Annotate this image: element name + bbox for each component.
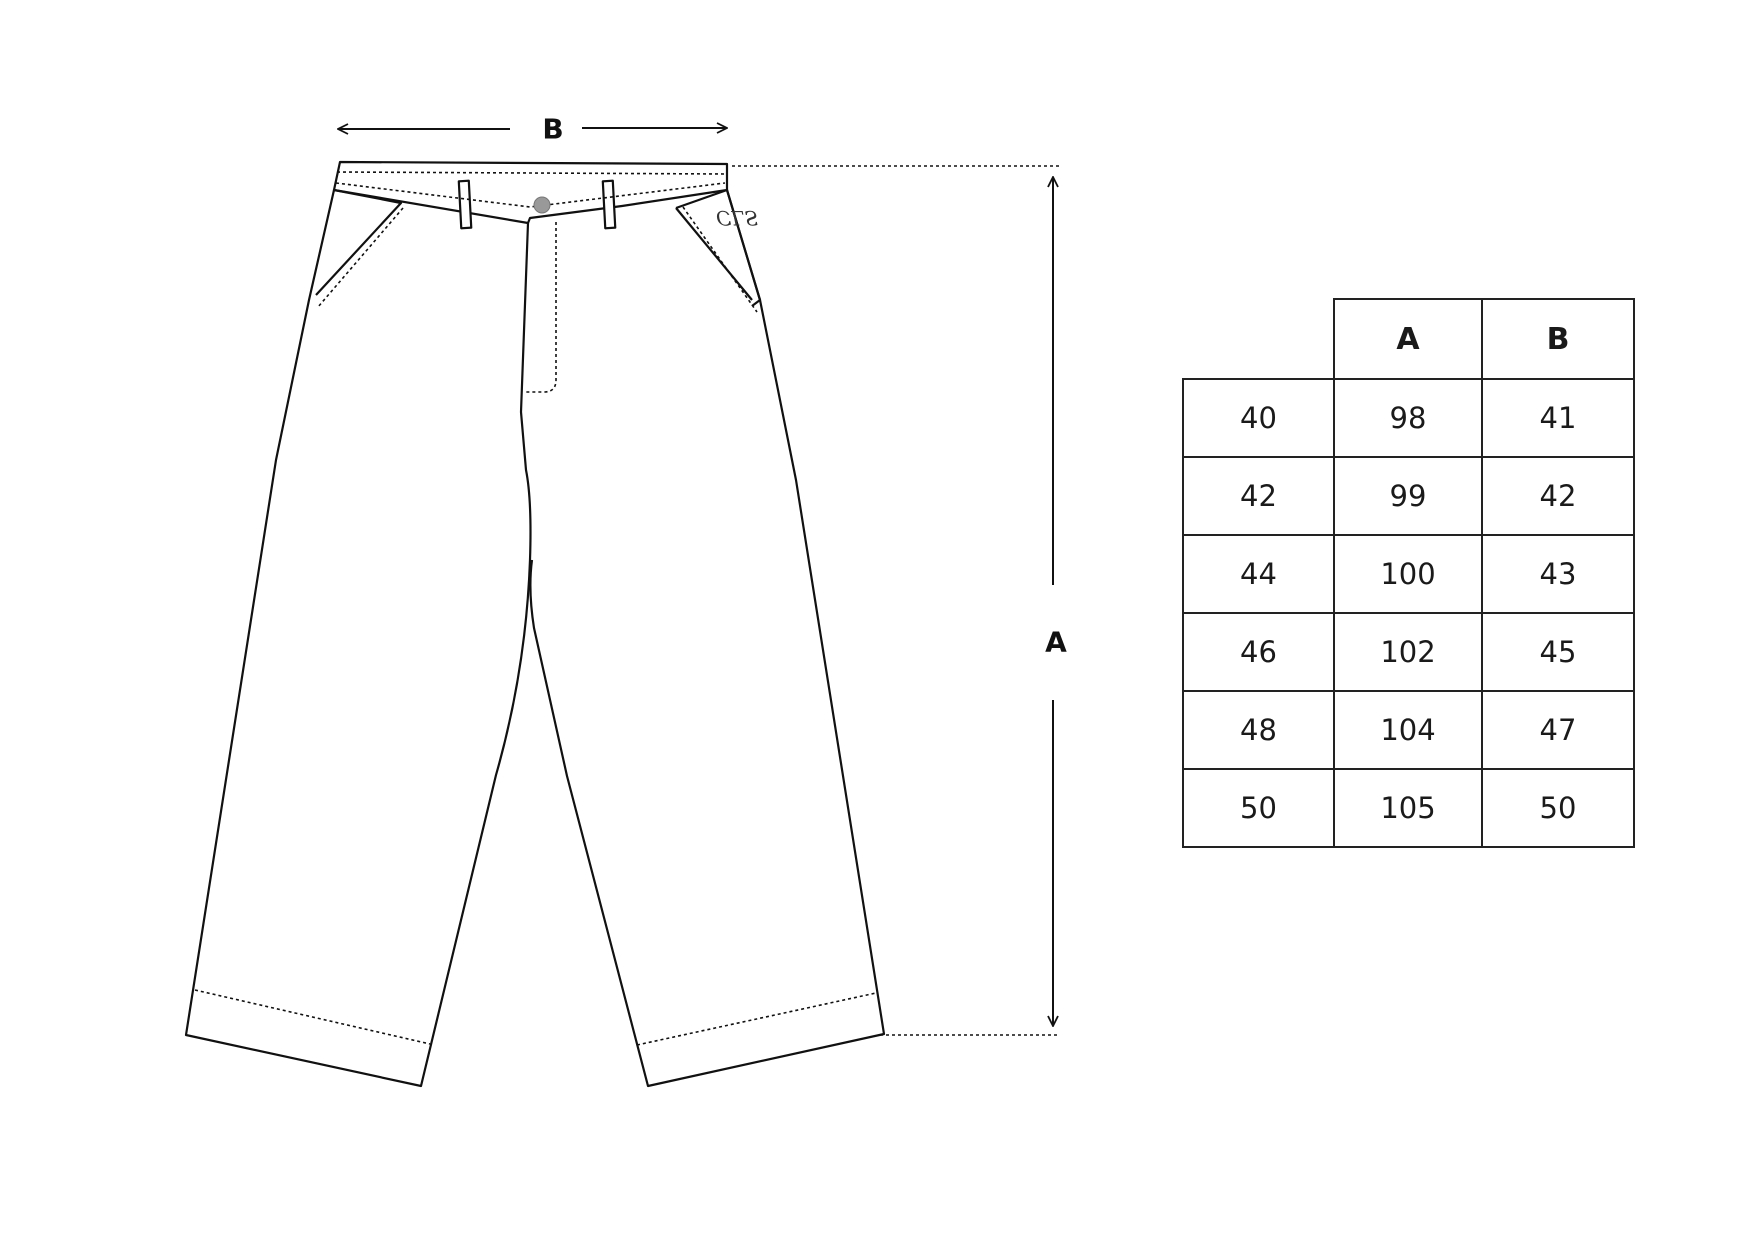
size-cell: 50 <box>1182 768 1335 848</box>
size-table: A B 40 98 41 42 99 42 44 100 43 46 102 <box>1182 298 1635 848</box>
width-cell: 41 <box>1481 378 1635 458</box>
table-row: 44 100 43 <box>1182 534 1635 614</box>
size-cell: 42 <box>1182 456 1335 536</box>
size-cell: 44 <box>1182 534 1335 614</box>
logo-mark: CLS <box>716 206 758 230</box>
table-row: 48 104 47 <box>1182 690 1635 770</box>
length-cell: 98 <box>1333 378 1483 458</box>
trousers-outline <box>184 160 886 1088</box>
width-cell: 47 <box>1481 690 1635 770</box>
header-a: A <box>1333 298 1483 380</box>
size-table-corner <box>1183 299 1335 380</box>
belt-loop-right <box>601 179 617 230</box>
waist-button <box>533 196 551 214</box>
right-leg <box>529 189 886 1088</box>
size-cell: 46 <box>1182 612 1335 692</box>
pocket-right <box>675 188 762 307</box>
table-row: 42 99 42 <box>1182 456 1635 536</box>
stitching <box>194 165 1060 1046</box>
size-cell: 40 <box>1182 378 1335 458</box>
width-cell: 42 <box>1481 456 1635 536</box>
size-table-header: A B <box>1183 298 1635 380</box>
pocket-left <box>315 188 403 296</box>
dimension-label-b: B <box>542 112 564 146</box>
length-cell: 102 <box>1333 612 1483 692</box>
header-b: B <box>1481 298 1635 380</box>
belt-loop-left <box>457 179 473 230</box>
length-cell: 100 <box>1333 534 1483 614</box>
table-row: 46 102 45 <box>1182 612 1635 692</box>
waistband <box>332 160 729 225</box>
table-row: 50 105 50 <box>1182 768 1635 848</box>
size-cell: 48 <box>1182 690 1335 770</box>
table-row: 40 98 41 <box>1182 378 1635 458</box>
width-cell: 43 <box>1481 534 1635 614</box>
length-cell: 104 <box>1333 690 1483 770</box>
left-leg <box>184 189 532 1088</box>
dimension-label-a: A <box>1045 625 1067 659</box>
length-cell: 99 <box>1333 456 1483 536</box>
length-cell: 105 <box>1333 768 1483 848</box>
width-cell: 50 <box>1481 768 1635 848</box>
width-cell: 45 <box>1481 612 1635 692</box>
